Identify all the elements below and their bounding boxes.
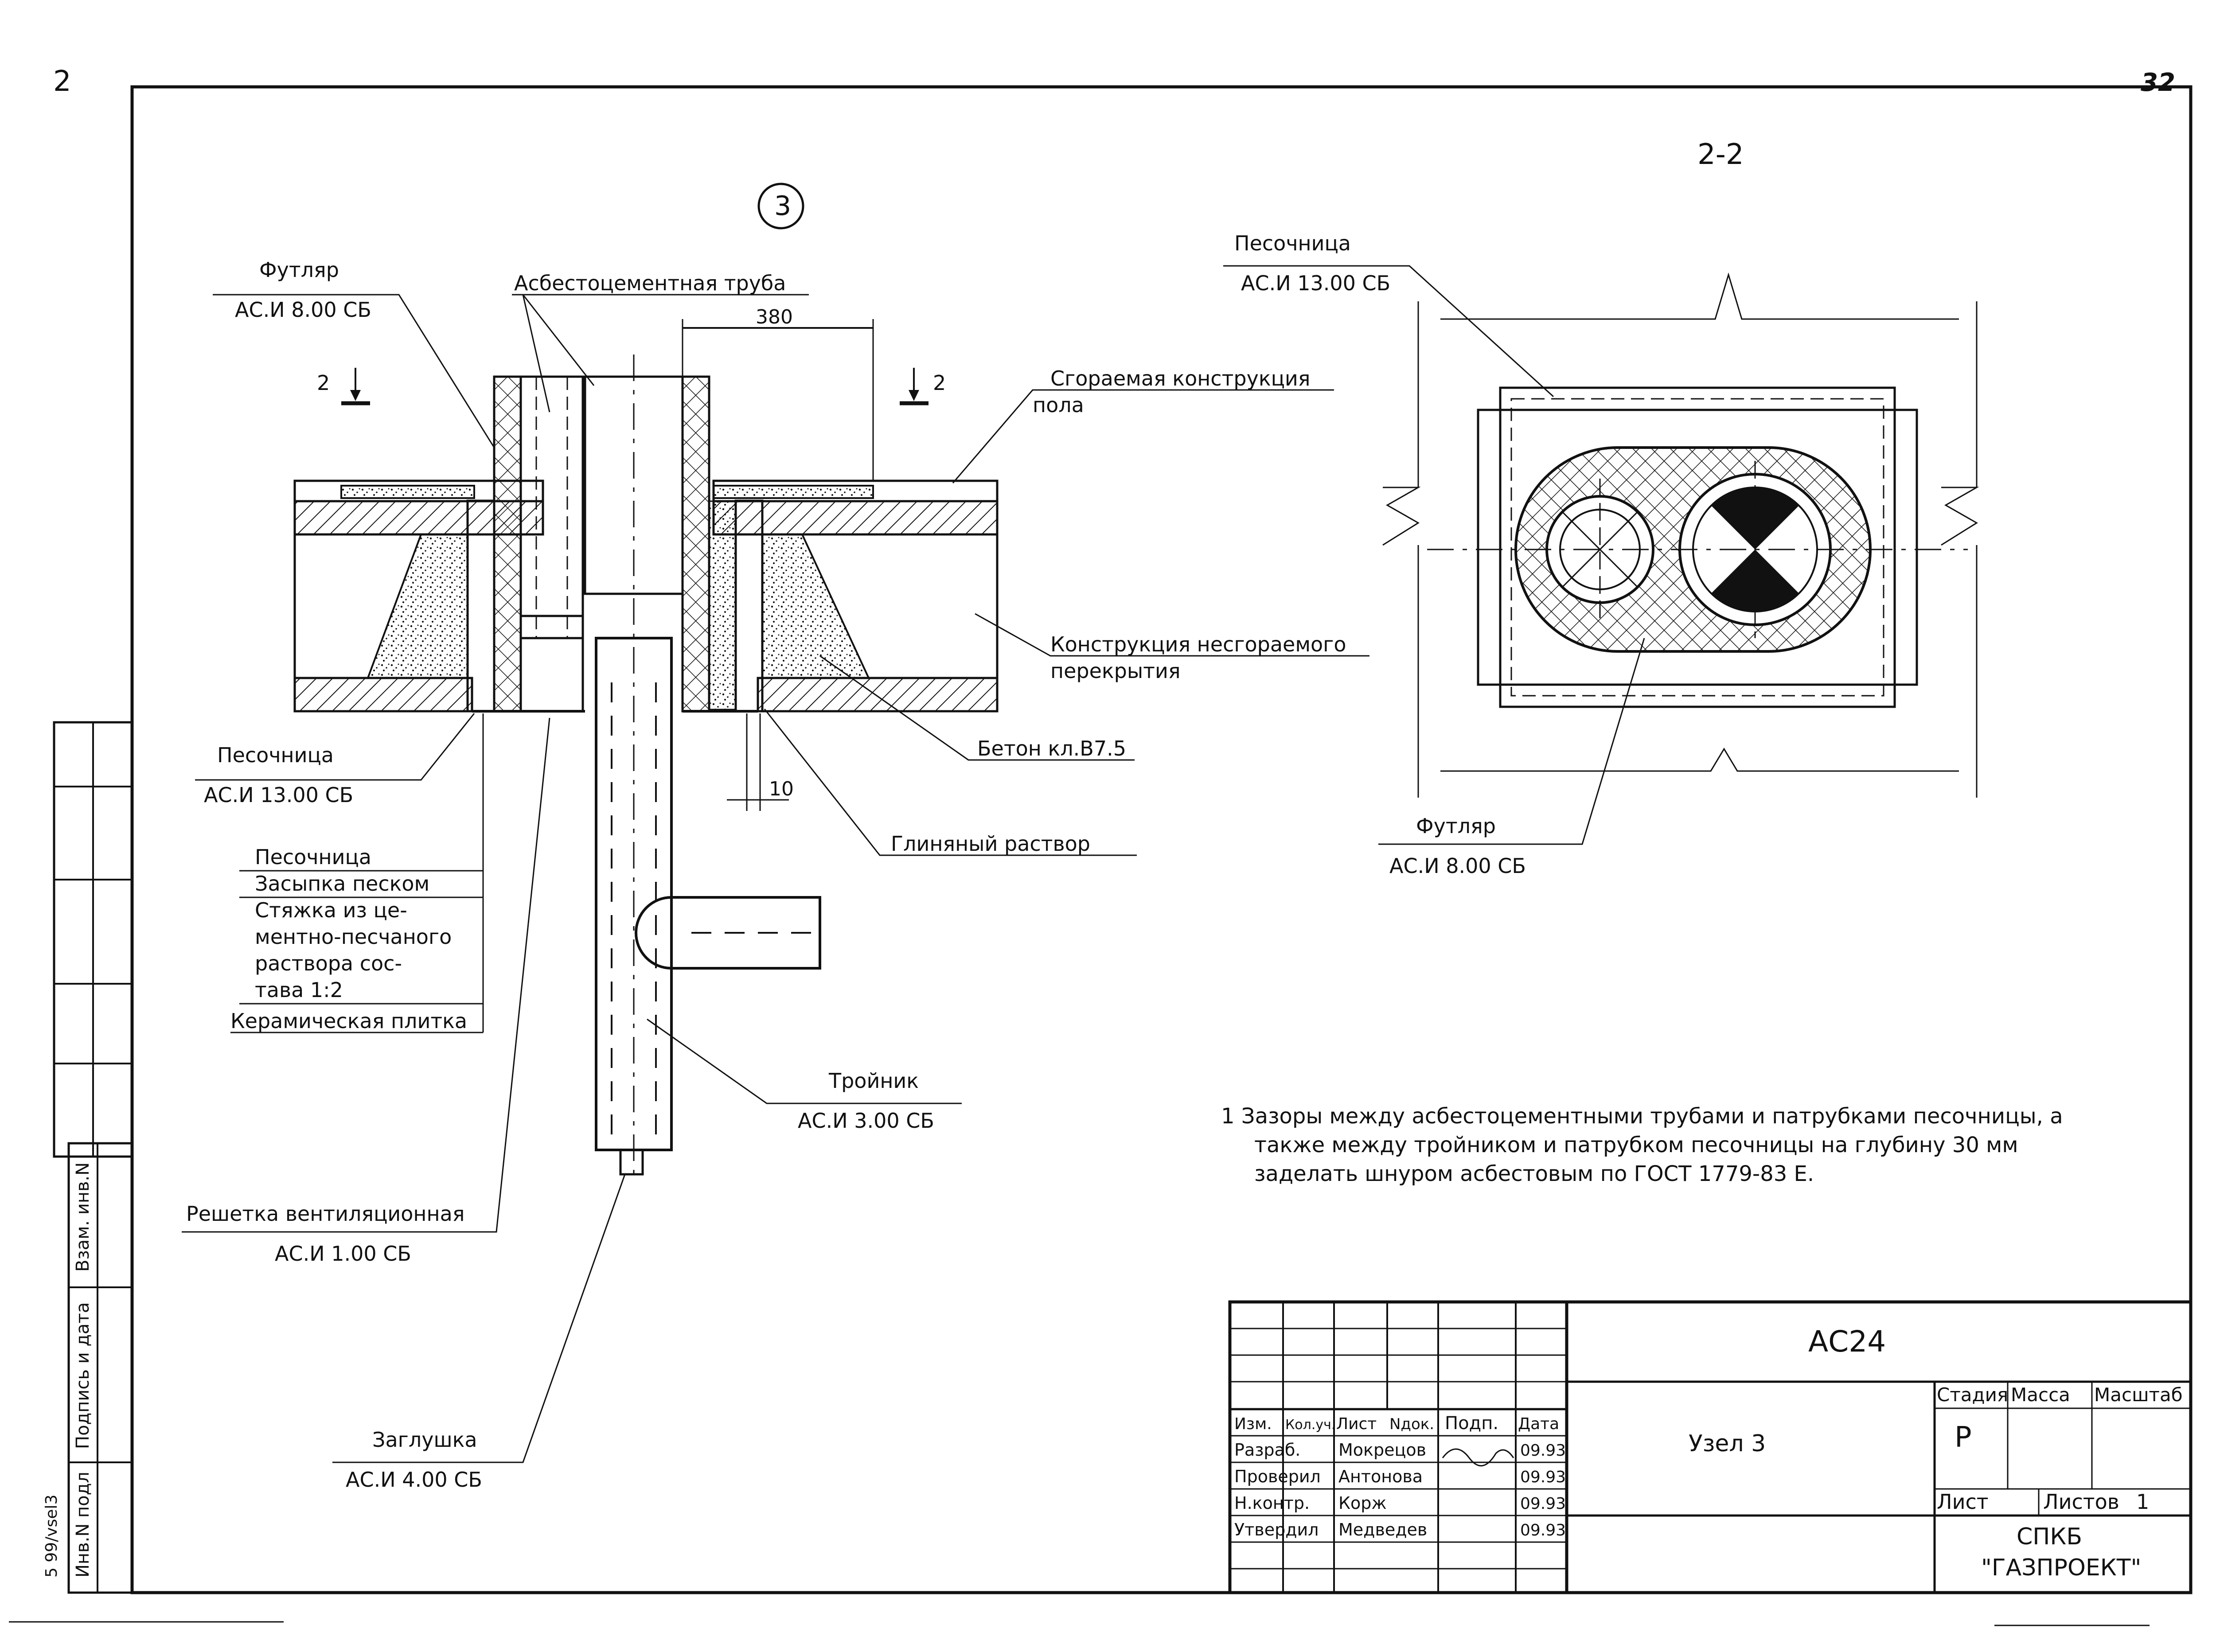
sandbox-plan: [1499, 386, 1896, 708]
tb-row-role: Н.контр.: [1234, 1493, 1310, 1513]
tb-row-role: Утвердил: [1234, 1520, 1319, 1539]
label-tee-code: АС.И 3.00 СБ: [798, 1109, 934, 1133]
label-sandbox-plan-code: АС.И 13.00 СБ: [1241, 271, 1390, 295]
tb-row-role: Проверил: [1234, 1467, 1321, 1486]
label-casing-plan-code: АС.И 8.00 СБ: [1389, 854, 1526, 878]
legend-screed-4: тава 1:2: [255, 978, 343, 1002]
slab-bottom-hatch-right: [757, 677, 999, 713]
drawing-frame: [130, 85, 2193, 1594]
legend-screed-1: Стяжка из це-: [255, 898, 407, 922]
label-slab-2: перекрытия: [1050, 659, 1181, 683]
tb-row-name: Корж: [1338, 1493, 1387, 1513]
tb-header-sheet: Лист: [1336, 1415, 1377, 1433]
tb-header-sign: Подп.: [1445, 1413, 1498, 1434]
concrete-fill-left: [367, 534, 468, 679]
tb-row-date: 09.93: [1520, 1495, 1566, 1513]
left-labels: Футляр АС.И 8.00 СБ Асбестоцементная тру…: [182, 258, 1369, 1492]
tb-title: Узел 3: [1689, 1430, 1766, 1457]
label-casing-code: АС.И 8.00 СБ: [235, 298, 371, 322]
tb-org-2: "ГАЗПРОЕКТ": [1981, 1555, 2141, 1581]
note-line-3: заделать шнуром асбестовым по ГОСТ 1779-…: [1254, 1161, 1814, 1186]
title-block: Изм. Кол.уч. Лист Nдок. Подп. Дата Разра…: [1228, 1300, 2193, 1594]
ceramic-tile-left: [340, 485, 475, 499]
label-tee: Тройник: [828, 1069, 919, 1093]
legend-screed-2: ментно-песчаного: [255, 925, 452, 949]
label-grille: Решетка вентиляционная: [186, 1202, 464, 1226]
legend-screed-3: раствора сос-: [255, 951, 402, 975]
side-stamp-replace: Взам. инв.N: [73, 1162, 93, 1272]
ceramic-tile-right: [713, 485, 874, 499]
tb-row-name: Антонова: [1338, 1467, 1423, 1486]
section-mark-left: 2: [317, 371, 330, 395]
legend-tile: Керамическая плитка: [230, 1009, 467, 1033]
tb-stage-label: Стадия: [1937, 1384, 2008, 1406]
archive-mark: 5 99/vsel3: [43, 1495, 61, 1578]
tb-row-date: 09.93: [1520, 1521, 1566, 1539]
tb-sheets: 1: [2136, 1490, 2149, 1514]
tb-stage: Р: [1955, 1421, 1972, 1454]
label-grille-code: АС.И 1.00 СБ: [275, 1242, 411, 1266]
tb-sheet-label: Лист: [1937, 1490, 1989, 1514]
tb-header-count: Кол.уч.: [1285, 1417, 1335, 1433]
asbestos-pipe-small: [519, 375, 584, 639]
tb-org-1: СПКБ: [2017, 1523, 2082, 1550]
side-stamp: Взам. инв.N Подпись и дата Инв.N подл 5 …: [43, 721, 133, 1594]
note: 1 Зазоры между асбестоцементными трубами…: [1221, 1104, 2063, 1186]
casing-wall-right: [681, 375, 710, 713]
tb-mass-label: Масса: [2011, 1384, 2070, 1406]
label-clay: Глиняный раствор: [891, 832, 1090, 856]
concrete-fill-right: [761, 534, 870, 679]
note-line-2: также между тройником и патрубком песочн…: [1254, 1133, 2018, 1157]
tb-row-role: Разраб.: [1234, 1440, 1300, 1460]
label-sandbox: Песочница: [217, 743, 334, 767]
corner-mark-right: 32: [2141, 68, 2175, 97]
label-floor-2: пола: [1033, 393, 1084, 417]
label-casing-plan: Футляр: [1416, 814, 1496, 838]
label-asbestos-pipe: Асбестоцементная труба: [514, 271, 786, 295]
label-sandbox-plan: Песочница: [1234, 231, 1351, 255]
label-concrete: Бетон кл.В7.5: [977, 736, 1126, 760]
tb-header-change: Изм.: [1234, 1415, 1272, 1433]
legend-sand: Засыпка песком: [255, 872, 429, 896]
label-slab: Конструкция несгораемого: [1050, 632, 1346, 656]
tee-branch: [671, 896, 821, 970]
corner-mark-left: 2: [53, 65, 71, 98]
sandbox-flange: [1477, 409, 1918, 686]
layer-legend: Песочница Засыпка песком Стяжка из це- м…: [230, 713, 484, 1033]
tb-sheets-label: Листов: [2043, 1490, 2119, 1514]
slab-bottom-hatch-left: [293, 677, 473, 713]
section-view-right: 2-2 Песочница АС.И 13.00 СБ Футляр: [1223, 138, 1979, 878]
side-stamp-inventory: Инв.N подл: [73, 1472, 93, 1578]
dimension-380: 380: [756, 306, 793, 328]
tb-row-date: 09.93: [1520, 1442, 1566, 1460]
note-line-1: 1 Зазоры между асбестоцементными трубами…: [1221, 1104, 2063, 1129]
label-plug-code: АС.И 4.00 СБ: [346, 1468, 482, 1492]
slab-top-hatch-right: [712, 500, 999, 536]
label-sandbox-code: АС.И 13.00 СБ: [204, 783, 353, 807]
tb-code: АС24: [1808, 1325, 1886, 1359]
node-marker: 3: [774, 191, 791, 222]
tb-row-name: Медведев: [1338, 1520, 1427, 1539]
dimension-10: 10: [769, 778, 794, 800]
section-mark-right: 2: [933, 371, 946, 395]
section-view-left: 2 2 380 10 3: [293, 183, 999, 1176]
tb-scale-label: Масштаб: [2094, 1384, 2183, 1406]
side-stamp-signature: Подпись и дата: [73, 1302, 93, 1449]
tb-header-doc: Nдок.: [1389, 1415, 1434, 1433]
tb-row-name: Мокрецов: [1338, 1440, 1426, 1460]
legend-sandbox: Песочница: [255, 845, 371, 869]
label-casing: Футляр: [259, 258, 339, 282]
casing-wall-left: [493, 375, 522, 713]
plug: [619, 1149, 644, 1176]
tb-row-date: 09.93: [1520, 1468, 1566, 1486]
signature-scribble: [1442, 1448, 1514, 1467]
section-title: 2-2: [1697, 138, 1744, 171]
label-plug: Заглушка: [372, 1428, 477, 1452]
tb-header-date: Дата: [1518, 1415, 1559, 1433]
label-floor: Сгораемая конструкция: [1050, 366, 1310, 390]
node-marker-circle: [757, 183, 804, 230]
